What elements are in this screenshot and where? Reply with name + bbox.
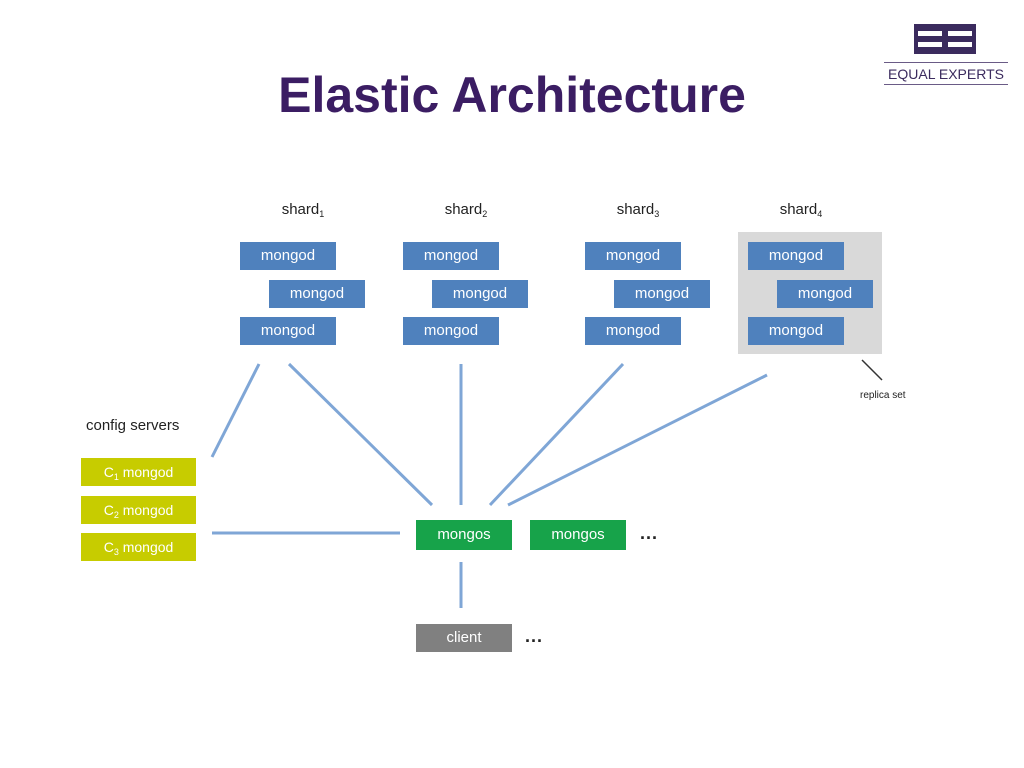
config-server-1: C1 mongod — [81, 458, 196, 486]
shard-label-1: shard1 — [281, 201, 325, 219]
shard4-mongod-1: mongod — [748, 242, 844, 270]
line-shard1-mongos — [287, 362, 434, 507]
shard3-mongod-3: mongod — [585, 317, 681, 345]
shard-label-2: shard2 — [444, 201, 488, 219]
page-title: Elastic Architecture — [278, 67, 746, 123]
shard2-mongod-1: mongod — [403, 242, 499, 270]
logo-text-qual: QUAL — [897, 66, 939, 82]
shard3-mongod-1: mongod — [585, 242, 681, 270]
mongos-router-1: mongos — [416, 520, 512, 550]
client-more-ellipsis: ... — [525, 626, 544, 646]
line-shard1-config — [210, 363, 261, 458]
line-shard4-mongos — [507, 373, 768, 507]
mongos-more-ellipsis: ... — [640, 523, 659, 543]
client-box: client — [416, 624, 512, 652]
equal-experts-logo: EQUAL EXPERTS — [880, 18, 1010, 86]
shard4-mongod-3: mongod — [748, 317, 844, 345]
logo-mark-icon — [914, 24, 976, 54]
shard1-mongod-3: mongod — [240, 317, 336, 345]
logo-divider — [884, 62, 1008, 63]
shard-label-3: shard3 — [616, 201, 660, 219]
logo-text-e2: E — [938, 66, 949, 82]
logo-divider-bottom — [884, 84, 1008, 85]
config-server-2: C2 mongod — [81, 496, 196, 524]
line-shard3-mongos — [488, 362, 625, 507]
logo-text: EQUAL EXPERTS — [884, 66, 1008, 82]
shard2-mongod-2: mongod — [432, 280, 528, 308]
mongos-router-2: mongos — [530, 520, 626, 550]
logo-text-e1: E — [888, 66, 898, 82]
config-servers-label: config servers — [86, 417, 180, 434]
shard4-mongod-2: mongod — [777, 280, 873, 308]
shard3-mongod-2: mongod — [614, 280, 710, 308]
shard2-mongod-3: mongod — [403, 317, 499, 345]
logo-text-xperts: XPERTS — [948, 66, 1004, 82]
replica-set-pointer — [861, 359, 883, 381]
replica-set-label: replica set — [860, 390, 906, 401]
shard-label-4: shard4 — [779, 201, 823, 219]
shard1-mongod-1: mongod — [240, 242, 336, 270]
shard1-mongod-2: mongod — [269, 280, 365, 308]
config-server-3: C3 mongod — [81, 533, 196, 561]
